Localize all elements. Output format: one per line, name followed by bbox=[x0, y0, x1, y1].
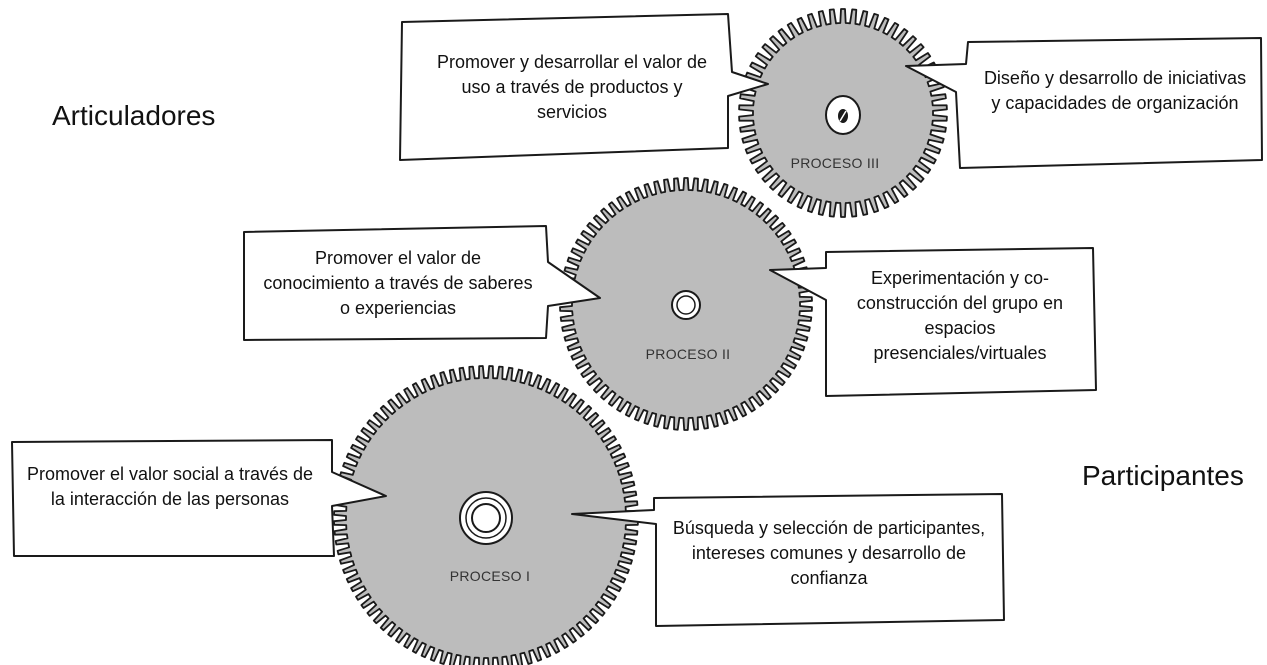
bubble-proceso-2-right bbox=[769, 247, 1097, 397]
bubble-proceso-1-left bbox=[11, 439, 387, 557]
gear-2-hub bbox=[671, 290, 701, 320]
bubble-proceso-3-left bbox=[399, 13, 769, 161]
bubble-proceso-2-left bbox=[243, 225, 601, 341]
proceso-1-left-text: Promover el valor social a través de la … bbox=[26, 464, 314, 509]
bubble-proceso-1-right bbox=[571, 493, 1005, 627]
proceso-1-label: PROCESO I bbox=[449, 568, 531, 584]
proceso-2-left-text: Promover el valor de conocimiento a trav… bbox=[263, 248, 533, 318]
proceso-3-label: PROCESO III bbox=[790, 155, 880, 171]
gear-1-hub bbox=[459, 491, 513, 545]
proceso-3-left-text: Promover y desarrollar el valor de uso a… bbox=[436, 52, 708, 122]
proceso-2-label: PROCESO II bbox=[645, 346, 731, 362]
gear-3-hub bbox=[825, 95, 861, 135]
articuladores-label: Articuladores bbox=[52, 100, 216, 131]
bubble-proceso-3-right bbox=[905, 37, 1263, 169]
proceso-3-right-text: Diseño y desarrollo de iniciativas y cap… bbox=[983, 68, 1247, 113]
proceso-2-right-text: Experimentación y co-construcción del gr… bbox=[856, 268, 1064, 363]
participantes-label: Participantes bbox=[1082, 460, 1244, 491]
proceso-1-right-text: Búsqueda y selección de participantes, i… bbox=[672, 518, 986, 588]
